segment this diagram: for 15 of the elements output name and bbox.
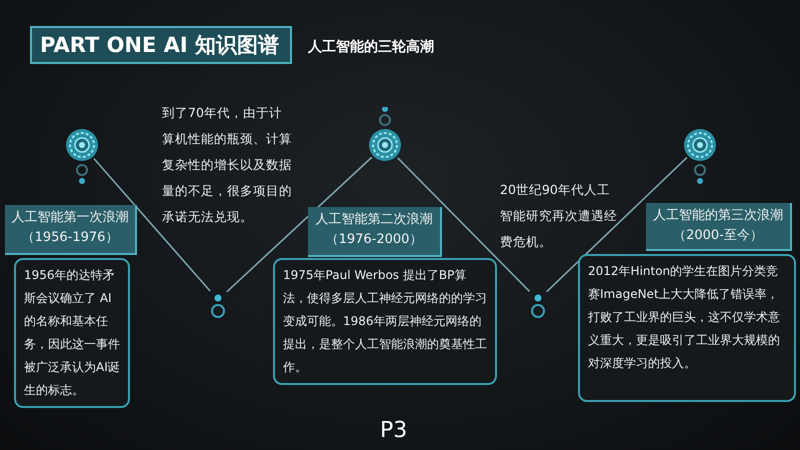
wave-heading: 人工智能第一次浪潮 （1956-1976） [5, 205, 137, 255]
annotation-text: 20世纪90年代人工智能研究再次遭遇经费危机。 [500, 181, 618, 251]
annotation-text: 到了70年代，由于计算机性能的瓶颈、计算复杂性的增长以及数据量的不足，很多项目的承诺无法兑现。 [162, 104, 293, 226]
description-box: 1956年的达特矛斯会议确立了 AI的名称和基本任务，因此这一事件被广泛承认为AI诞生的标志。 [14, 258, 130, 408]
description-box: 1975年Paul Werbos 提出了BP算法，使得多层人工神经元网络的的学习变成可能。1986年两层神经元网络的提出，是整个人工智能浪潮的奠基性工作。 [273, 258, 497, 385]
wave-heading: 人工智能的第三次浪潮 （2000-至今） [646, 203, 792, 251]
wave-heading: 人工智能第二次浪潮 （1976-2000） [308, 207, 442, 257]
subtitle: 人工智能的三轮高潮 [308, 39, 435, 56]
connector-line [226, 156, 372, 292]
page-number: P3 [380, 418, 408, 444]
connector-line [546, 156, 688, 292]
description-box: 2012年Hinton的学生在图片分类竞赛ImageNet上大大降低了错误率，打败了工业界的巨头，这不仅学术意义重大，更是吸引了工业界大规模的对深度学习的投入。 [578, 254, 796, 402]
connector-line [93, 158, 211, 292]
connector-line [397, 157, 530, 292]
title-banner: PART ONE AI 知识图谱 [30, 26, 292, 64]
